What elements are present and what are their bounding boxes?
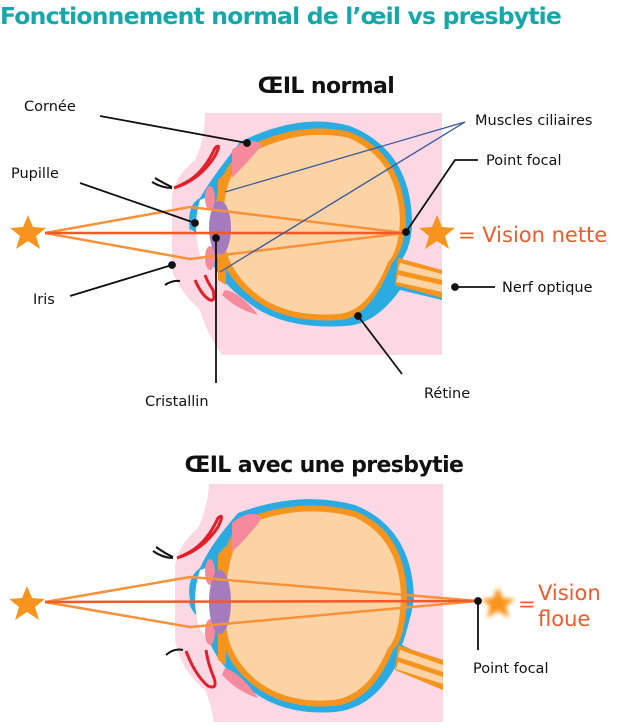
label-retina: Rétine — [424, 386, 470, 402]
upper-eyelid — [176, 514, 223, 560]
eyelash-icon — [164, 279, 181, 286]
iris-top — [205, 186, 215, 210]
label-pupil: Pupille — [11, 166, 59, 182]
vitreous-body — [225, 511, 401, 701]
label-focal-point: Point focal — [486, 153, 561, 169]
page-title: Fonctionnement normal de l’œil vs presby… — [0, 2, 562, 30]
label-pointers-normal — [69, 115, 495, 383]
vision-nette-label: = Vision nette — [458, 223, 607, 247]
focal-point-pointer-presbyopia — [474, 597, 482, 650]
anterior-chamber — [196, 195, 212, 262]
blurred-star-icon — [481, 587, 515, 618]
label-cornea: Cornée — [24, 99, 76, 115]
eyelash-icon — [151, 177, 173, 189]
label-iris: Iris — [33, 292, 55, 308]
lower-eyelid — [184, 649, 217, 689]
equals-sign: = — [518, 592, 536, 616]
presbyopia-eye-heading: ŒIL avec une presbytie — [185, 453, 464, 478]
ciliary-muscle-pointers — [219, 121, 466, 273]
iris-bottom — [205, 246, 215, 270]
star-icon — [9, 586, 45, 620]
upper-eyelid — [173, 144, 220, 190]
presbyopia-eye-illustration — [152, 484, 443, 722]
vitreous-body — [223, 134, 400, 315]
label-ciliary-muscles: Muscles ciliaires — [475, 113, 592, 129]
light-rays-normal — [44, 205, 406, 261]
star-icon — [10, 215, 46, 249]
eyelash-icon — [165, 648, 184, 656]
label-focal-point-presbyopia: Point focal — [473, 661, 548, 677]
star-icon — [419, 215, 455, 249]
vision-floue-line1: Vision — [538, 581, 601, 605]
lower-eyelid — [193, 274, 216, 302]
normal-eye-heading: ŒIL normal — [258, 74, 394, 99]
vision-floue-line2: floue — [538, 607, 590, 631]
light-rays-presbyopia — [44, 575, 479, 629]
label-optic-nerve: Nerf optique — [502, 280, 593, 296]
label-lens: Cristallin — [145, 394, 209, 410]
eyelash-icon — [152, 546, 174, 559]
